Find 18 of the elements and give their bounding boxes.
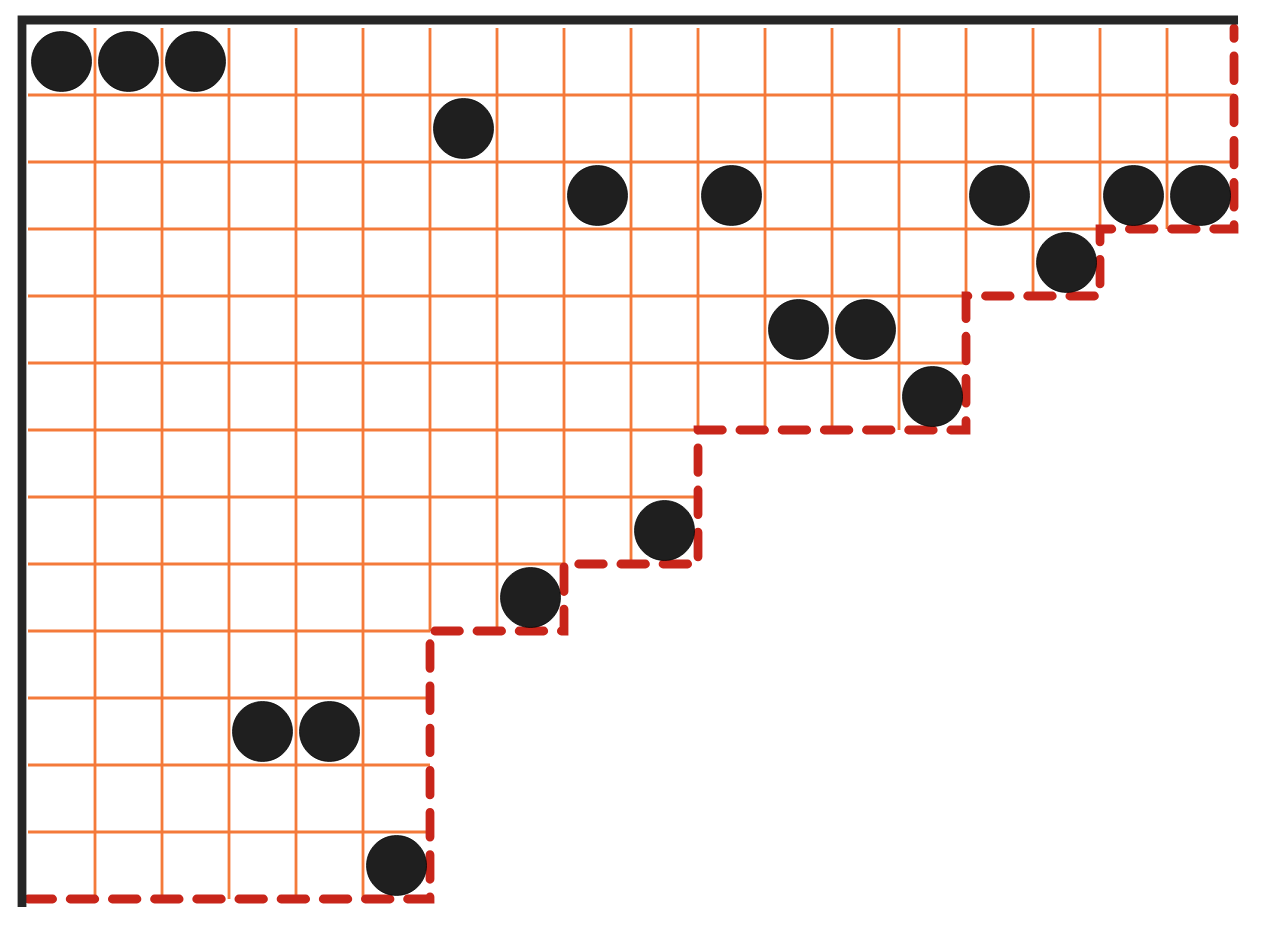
dot bbox=[500, 567, 561, 628]
dot bbox=[98, 31, 159, 92]
dot bbox=[433, 98, 494, 159]
dot bbox=[835, 299, 896, 360]
dot bbox=[701, 165, 762, 226]
dot bbox=[902, 366, 963, 427]
dot bbox=[366, 835, 427, 896]
dot bbox=[1170, 165, 1231, 226]
dot bbox=[1103, 165, 1164, 226]
dot bbox=[232, 701, 293, 762]
dot bbox=[634, 500, 695, 561]
dot bbox=[567, 165, 628, 226]
dot bbox=[1036, 232, 1097, 293]
dot bbox=[969, 165, 1030, 226]
dot bbox=[299, 701, 360, 762]
dot bbox=[768, 299, 829, 360]
dot bbox=[165, 31, 226, 92]
dot bbox=[31, 31, 92, 92]
